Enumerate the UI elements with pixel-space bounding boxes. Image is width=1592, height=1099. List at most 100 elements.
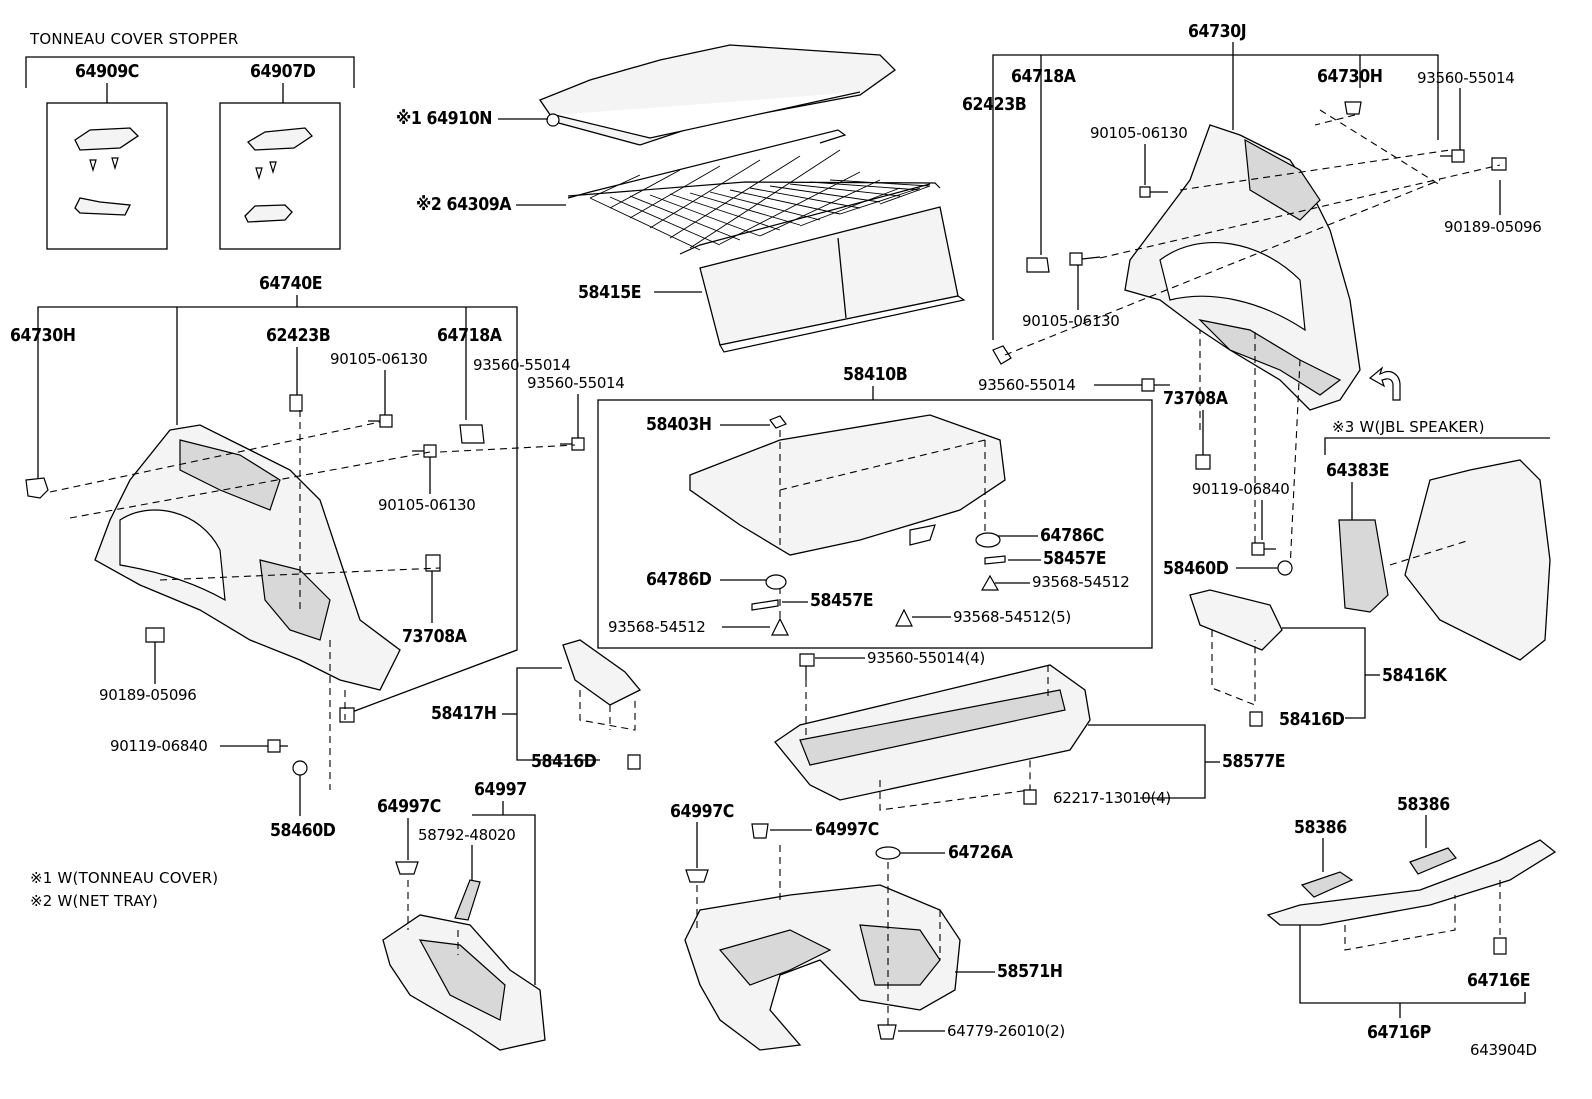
part-58410B-label[interactable]: 58410B xyxy=(843,365,908,385)
scuff-plate-group: 58386 58386 64716E 64716P xyxy=(1266,795,1557,1043)
part-90189-05096-r-label[interactable]: 90189-05096 xyxy=(1444,218,1542,236)
plate-58457E-2 xyxy=(751,599,779,611)
part-58792-48020-label[interactable]: 58792-48020 xyxy=(418,826,516,844)
part-93560-55014-4-label[interactable]: 93560-55014(4) xyxy=(867,649,985,667)
part-93560-55014-r2-label[interactable]: 93560-55014 xyxy=(978,376,1076,394)
grommet-73708A-r xyxy=(1195,454,1211,470)
clip-62423B-r xyxy=(992,345,1012,365)
screw-90105-r2 xyxy=(1069,252,1101,266)
screw-90119-r xyxy=(1251,542,1276,556)
part-64309A-label[interactable]: ※2 64309A xyxy=(416,195,513,215)
part-64786D-label[interactable]: 64786D xyxy=(646,570,712,590)
net-mesh-1 xyxy=(589,179,931,251)
part-62423B-r-label[interactable]: 62423B xyxy=(962,95,1027,115)
nut-58460D-l xyxy=(292,760,308,776)
part-64726A-label[interactable]: 64726A xyxy=(948,843,1014,863)
scuff-plate-64716P xyxy=(1266,839,1557,926)
strap-58792-48020 xyxy=(454,879,481,921)
bin-58417H-group: 58417H 58416D xyxy=(431,639,642,772)
trim-64740E-upper-pocket xyxy=(179,439,281,511)
part-64997C-2-label[interactable]: 64997C xyxy=(670,802,734,822)
part-58460D-l-label[interactable]: 58460D xyxy=(270,821,336,841)
deck-board-58410B xyxy=(689,414,1006,556)
part-90119-06840-r-label[interactable]: 90119-06840 xyxy=(1192,480,1290,498)
part-64716E-label[interactable]: 64716E xyxy=(1467,971,1531,991)
stopper-box-64907D xyxy=(219,102,341,250)
part-64730J-label[interactable]: 64730J xyxy=(1188,22,1247,42)
part-58415E-label[interactable]: 58415E xyxy=(578,283,642,303)
part-58386-1-label[interactable]: 58386 xyxy=(1294,818,1348,838)
part-64718A-r-label[interactable]: 64718A xyxy=(1011,67,1077,87)
part-64718A-l-label[interactable]: 64718A xyxy=(437,326,503,346)
part-64730H-l-label[interactable]: 64730H xyxy=(10,326,76,346)
clip-64716E xyxy=(1493,937,1507,955)
part-90105-06130-l2-label[interactable]: 90105-06130 xyxy=(378,496,476,514)
part-90105-06130-r1-label[interactable]: 90105-06130 xyxy=(1090,124,1188,142)
part-90189-05096-l-label[interactable]: 90189-05096 xyxy=(99,686,197,704)
part-64997-label[interactable]: 64997 xyxy=(474,780,527,800)
part-73708A-l-label[interactable]: 73708A xyxy=(402,627,468,647)
part-62217-13010-4-label[interactable]: 62217-13010(4) xyxy=(1053,789,1171,807)
cap-64726A xyxy=(875,846,901,860)
clip-93568-5 xyxy=(895,608,913,627)
part-73708A-r-label[interactable]: 73708A xyxy=(1163,389,1229,409)
part-64779-26010-2-label[interactable]: 64779-26010(2) xyxy=(947,1022,1065,1040)
part-62423B-l-label[interactable]: 62423B xyxy=(266,326,331,346)
part-58460D-r-label[interactable]: 58460D xyxy=(1163,559,1229,579)
left-trim-group: 64740E 64730H 62423B 64718A 90105-06130 … xyxy=(10,274,625,841)
part-90119-06840-l-label[interactable]: 90119-06840 xyxy=(110,737,208,755)
stopper-64907D-upper-part xyxy=(246,127,313,151)
part-90105-06130-l1-label[interactable]: 90105-06130 xyxy=(330,350,428,368)
bin-58417H-part xyxy=(562,639,642,706)
part-93568-54512-5-label[interactable]: 93568-54512(5) xyxy=(953,608,1071,626)
sill-58577E-channel xyxy=(799,689,1066,766)
part-64786C-label[interactable]: 64786C xyxy=(1040,526,1104,546)
part-64716P-label[interactable]: 64716P xyxy=(1367,1023,1431,1043)
tonneau-stopper-header: TONNEAU COVER STOPPER xyxy=(29,30,239,48)
clip-64730H-l xyxy=(25,477,49,499)
part-93560-55014-r1-label[interactable]: 93560-55014 xyxy=(1417,69,1515,87)
part-64910N-label[interactable]: ※1 64910N xyxy=(396,109,492,129)
speaker-grille-64383E xyxy=(1338,519,1389,613)
part-58457E-1-label[interactable]: 58457E xyxy=(1043,549,1107,569)
jbl-speaker-group: ※3 W(JBL SPEAKER) 64383E 90119-06840 584… xyxy=(1163,418,1551,730)
part-93560-55014-l2-label[interactable]: 93560-55014 xyxy=(527,374,625,392)
dash-58417H xyxy=(579,690,636,731)
clip-64997C-3 xyxy=(751,823,769,839)
screw-90119-l xyxy=(267,739,288,753)
part-64997C-1-label[interactable]: 64997C xyxy=(377,797,441,817)
clip-left-bottom xyxy=(339,707,355,723)
part-64907D-label[interactable]: 64907D xyxy=(250,62,316,82)
part-64383E-label[interactable]: 64383E xyxy=(1326,461,1390,481)
part-58386-2-label[interactable]: 58386 xyxy=(1397,795,1451,815)
part-58403H-label[interactable]: 58403H xyxy=(646,415,712,435)
bracket-64730J xyxy=(992,54,1439,340)
part-64909C-label[interactable]: 64909C xyxy=(75,62,139,82)
part-58571H-label[interactable]: 58571H xyxy=(997,962,1063,982)
clip-58416D-c xyxy=(627,754,641,770)
part-64740E-label[interactable]: 64740E xyxy=(259,274,323,294)
part-90105-06130-r2-label[interactable]: 90105-06130 xyxy=(1022,312,1120,330)
sill-group: 93560-55014(4) 58577E 62217-13010(4) xyxy=(774,649,1286,811)
part-58416D-c-label[interactable]: 58416D xyxy=(531,752,597,772)
part-93560-55014-l1-label[interactable]: 93560-55014 xyxy=(473,356,571,374)
part-58417H-label[interactable]: 58417H xyxy=(431,704,497,724)
clip-62217 xyxy=(1023,789,1037,805)
tray-58571H-right-well xyxy=(859,924,941,986)
part-64730H-r-label[interactable]: 64730H xyxy=(1317,67,1383,87)
part-93568-54512-1-label[interactable]: 93568-54512 xyxy=(1032,573,1130,591)
bracket-58416K xyxy=(1282,627,1366,719)
stopper-64909C-lower-part xyxy=(74,197,132,216)
part-93568-54512-2-label[interactable]: 93568-54512 xyxy=(608,618,706,636)
clip-90189-r xyxy=(1491,157,1507,171)
part-58416K-label[interactable]: 58416K xyxy=(1382,666,1448,686)
screw-90105-l1 xyxy=(368,414,393,428)
part-58457E-2-label[interactable]: 58457E xyxy=(810,591,874,611)
part-64997C-3-label[interactable]: 64997C xyxy=(815,820,879,840)
part-58416D-r-label[interactable]: 58416D xyxy=(1279,710,1345,730)
jbl-bracket xyxy=(1324,437,1550,455)
part-58577E-label[interactable]: 58577E xyxy=(1222,752,1286,772)
dash-58571H xyxy=(696,845,941,1030)
clip-93568-1 xyxy=(980,574,1000,591)
